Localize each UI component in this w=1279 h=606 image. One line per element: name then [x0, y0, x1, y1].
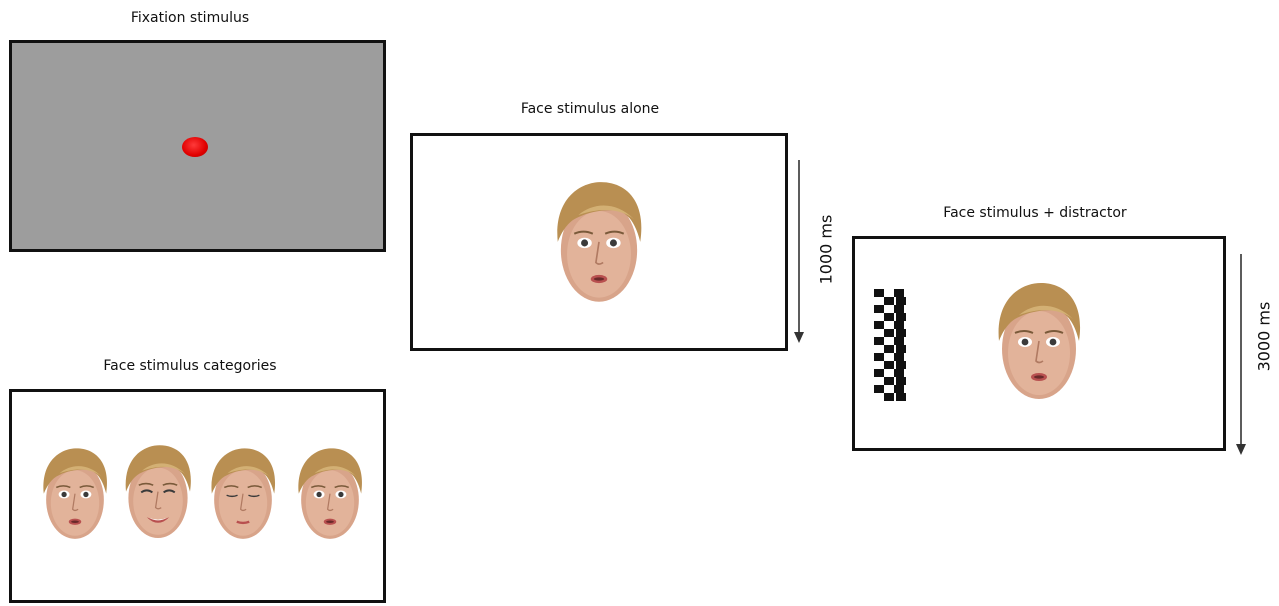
face-alone-label: Face stimulus alone [520, 101, 660, 117]
fixation-panel [9, 40, 386, 252]
face-image-content [211, 448, 275, 538]
categories-panel [9, 389, 386, 603]
categories-label: Face stimulus categories [103, 358, 277, 374]
face-image-happy [118, 442, 198, 546]
face-image-content [298, 448, 362, 538]
face-image-eyes-closed [204, 445, 282, 547]
timing-arrow-distractor [1236, 254, 1246, 455]
face-image-content [999, 283, 1081, 399]
fixation-label: Fixation stimulus [130, 10, 250, 26]
checkerboard-distractor [874, 289, 906, 401]
timing-label-distractor: 3000 ms [1254, 301, 1274, 372]
face-distractor-label: Face stimulus + distractor [943, 205, 1127, 221]
face-image-content [557, 182, 641, 302]
face-image-neutral [291, 445, 369, 547]
face-image-content [43, 448, 107, 538]
face-image [547, 178, 651, 312]
timing-label-alone: 1000 ms [816, 214, 836, 285]
timing-arrow-alone [794, 160, 804, 343]
face-distractor-panel [852, 236, 1226, 451]
face-image-fearful [36, 445, 114, 547]
fixation-dot [182, 137, 208, 157]
face-image-content [126, 445, 191, 538]
face-alone-panel [410, 133, 788, 351]
face-image [988, 279, 1090, 409]
